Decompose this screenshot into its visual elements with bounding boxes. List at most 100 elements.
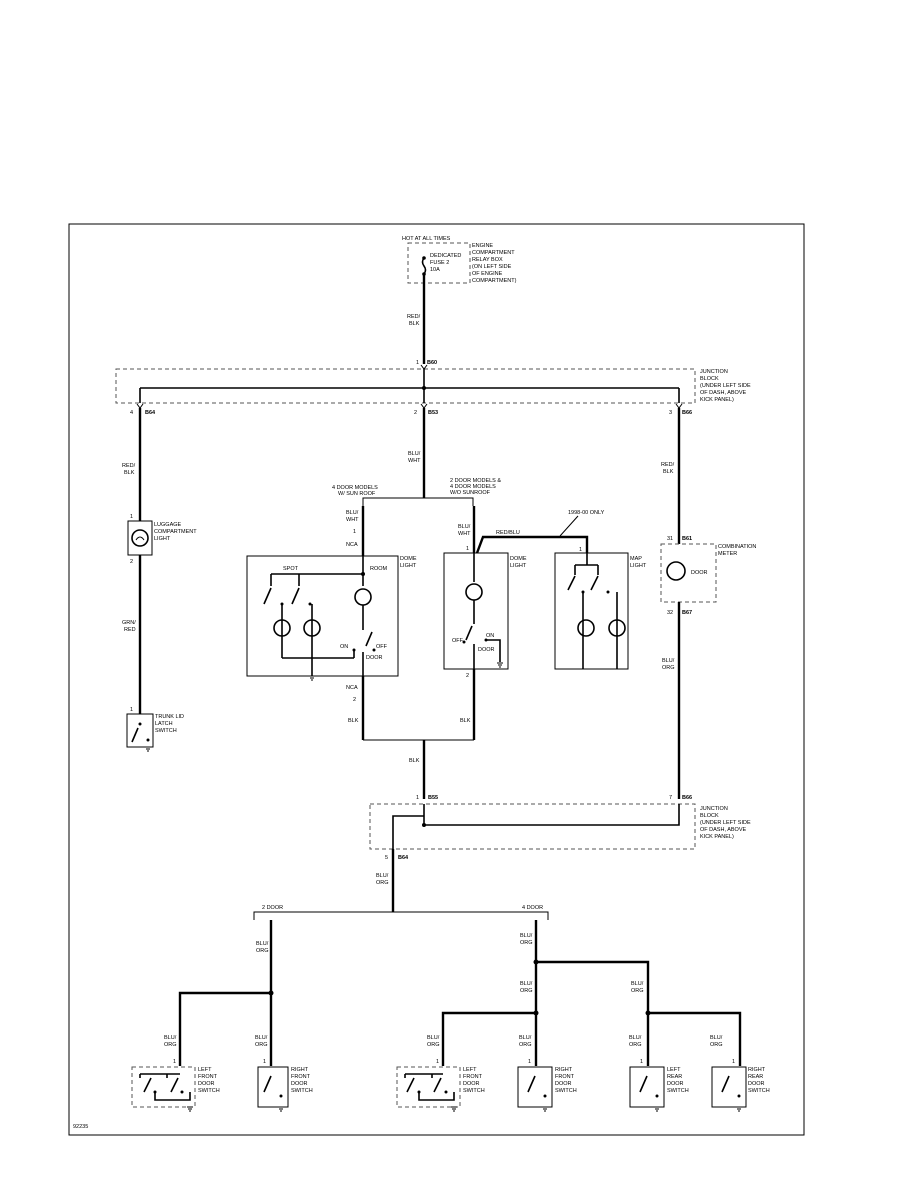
sw-4rr-arm: [721, 1075, 730, 1093]
sw-4lf-pin1: 1: [436, 1059, 439, 1065]
pin-4-b64: 4: [130, 410, 133, 416]
dome1-on-label: ON: [340, 644, 348, 650]
switch-2door-right-front-box: [257, 1066, 289, 1108]
engine-relay-box: [407, 242, 471, 284]
connector-b64: B64: [145, 410, 156, 416]
jb2-label-line4: OF DASH, ABOVE: [700, 827, 746, 833]
wire-label-bluorg-h1: BLU/: [255, 1035, 268, 1041]
sw-2lf-return: [154, 1092, 191, 1101]
dome2-on-label: ON: [486, 633, 494, 639]
wire-label-bluorg-a2: ORG: [662, 665, 675, 671]
sw-4lf-label-1: LEFT: [463, 1067, 477, 1073]
wire-label-redblk-a2: BLK: [409, 321, 420, 327]
figure-id: 92235: [73, 1124, 88, 1130]
grp2-line1: 2 DOOR MODELS &: [450, 478, 501, 484]
wire-label-bluorg-d2: ORG: [520, 940, 533, 946]
trunk-switch-arm: [131, 727, 139, 743]
jb2-label-line1: JUNCTION: [700, 806, 728, 812]
only-leader: [559, 515, 579, 537]
jb2-bus: [424, 816, 680, 826]
sw-4rr-ground: [736, 1106, 742, 1112]
sw-2lf-ground: [187, 1106, 193, 1112]
luggage-pin1: 1: [130, 514, 133, 520]
sw-4lr-label-4: SWITCH: [667, 1088, 689, 1094]
sw-4rr-label-1: RIGHT: [748, 1067, 766, 1073]
connector-b67: B67: [682, 610, 692, 616]
relay-box-line6: COMPARTMENT): [472, 278, 517, 284]
relay-box-line2: COMPARTMENT: [472, 250, 515, 256]
wire-map-feed: [475, 535, 589, 554]
jb1-label-line2: BLOCK: [700, 376, 719, 382]
sw-2lf-arm-a: [143, 1077, 152, 1093]
wire-label-bluwht-a1: BLU/: [408, 451, 421, 457]
only-label: 1998-00 ONLY: [568, 510, 605, 516]
sw-4lf-pivot-b: [444, 1090, 448, 1094]
hot-label: HOT AT ALL TIMES: [402, 236, 451, 242]
dome1-off-label: OFF: [376, 644, 388, 650]
map-label-line2: LIGHT: [630, 563, 647, 569]
connector-b61: B61: [682, 536, 692, 542]
sw-4lr-arm: [639, 1075, 648, 1093]
switch-4door-right-rear-box: [711, 1066, 747, 1108]
sw-2lf-label-1: LEFT: [198, 1067, 212, 1073]
b53-arrow: [420, 403, 428, 409]
sw-2lf-pin1: 1: [173, 1059, 176, 1065]
sw-2lf-label-2: FRONT: [198, 1074, 218, 1080]
switch-4door-left-front-box: [396, 1066, 461, 1108]
jb2-label-line3: (UNDER LEFT SIDE: [700, 820, 751, 826]
sw-4lf-return: [418, 1092, 455, 1101]
fuse-2-symbol: [421, 257, 427, 275]
dome2-switch-arm: [465, 625, 473, 641]
room-bulb: [354, 588, 372, 606]
b66-arrow: [675, 403, 683, 409]
luggage-filament: [135, 536, 145, 541]
room-label: ROOM: [370, 566, 388, 572]
dome1-door-label: DOOR: [366, 655, 383, 661]
dome2-off-contact: [462, 640, 466, 644]
jb2-pin7: 7: [669, 795, 672, 801]
relay-box-line5: OF ENGINE: [472, 271, 503, 277]
trunk-label-line1: TRUNK LID: [155, 714, 184, 720]
sw-2lf-label-4: SWITCH: [198, 1088, 220, 1094]
connector-b64-jb2: B64: [398, 855, 409, 861]
wire-label-bluorg-l1: BLU/: [710, 1035, 723, 1041]
map-switch-b: [590, 575, 599, 591]
sw-4rf-label-1: RIGHT: [555, 1067, 573, 1073]
dome1-label-line2: LIGHT: [400, 563, 417, 569]
wire-label-bluorg-f2: ORG: [631, 988, 644, 994]
sw-2rf-label-4: SWITCH: [291, 1088, 313, 1094]
grp4-line2: W/ SUN ROOF: [338, 491, 376, 497]
map-bulb-b: [608, 619, 626, 637]
sw-2lf-arm-b: [170, 1077, 179, 1093]
meter-door-bulb: [666, 561, 686, 581]
wire-label-bluwht-c1: BLU/: [458, 524, 471, 530]
sw-4lf-label-4: SWITCH: [463, 1088, 485, 1094]
wire-label-bluorg-l2: ORG: [710, 1042, 723, 1048]
luggage-pin2: 2: [130, 559, 133, 565]
wire-label-bluorg-j1: BLU/: [519, 1035, 532, 1041]
sw-4rf-arm: [527, 1075, 536, 1093]
wire-4door-right-rear: [648, 1011, 742, 1066]
dome-option-bracket: [362, 497, 474, 506]
wire-label-bluorg-e2: ORG: [520, 988, 533, 994]
dome2-pin2: 2: [466, 673, 469, 679]
dome2-off-label: OFF: [452, 638, 464, 644]
sw-2rf-label-3: DOOR: [291, 1081, 308, 1087]
sw-2lf-pivot-b: [180, 1090, 184, 1094]
luggage-label-line3: LIGHT: [154, 536, 171, 542]
sw-2rf-label-2: FRONT: [291, 1074, 311, 1080]
wire-label-blk-c: BLK: [409, 758, 420, 764]
relay-box-line3: RELAY BOX: [472, 257, 503, 263]
dome-light-sunroof-box: [246, 555, 399, 677]
map-label-line1: MAP: [630, 556, 642, 562]
four-door-label: 4 DOOR: [522, 905, 543, 911]
sw-4rr-pin1: 1: [732, 1059, 735, 1065]
dome1-label-line1: DOME: [400, 556, 417, 562]
sw-4lr-pivot: [655, 1094, 659, 1098]
wire-label-bluorg-i2: ORG: [427, 1042, 440, 1048]
map-bulb-a: [577, 619, 595, 637]
jb2-label-line2: BLOCK: [700, 813, 719, 819]
spot-bulb-a: [273, 619, 291, 637]
wire-label-bluorg-c1: BLU/: [256, 941, 269, 947]
sw-2rf-pivot: [279, 1094, 283, 1098]
